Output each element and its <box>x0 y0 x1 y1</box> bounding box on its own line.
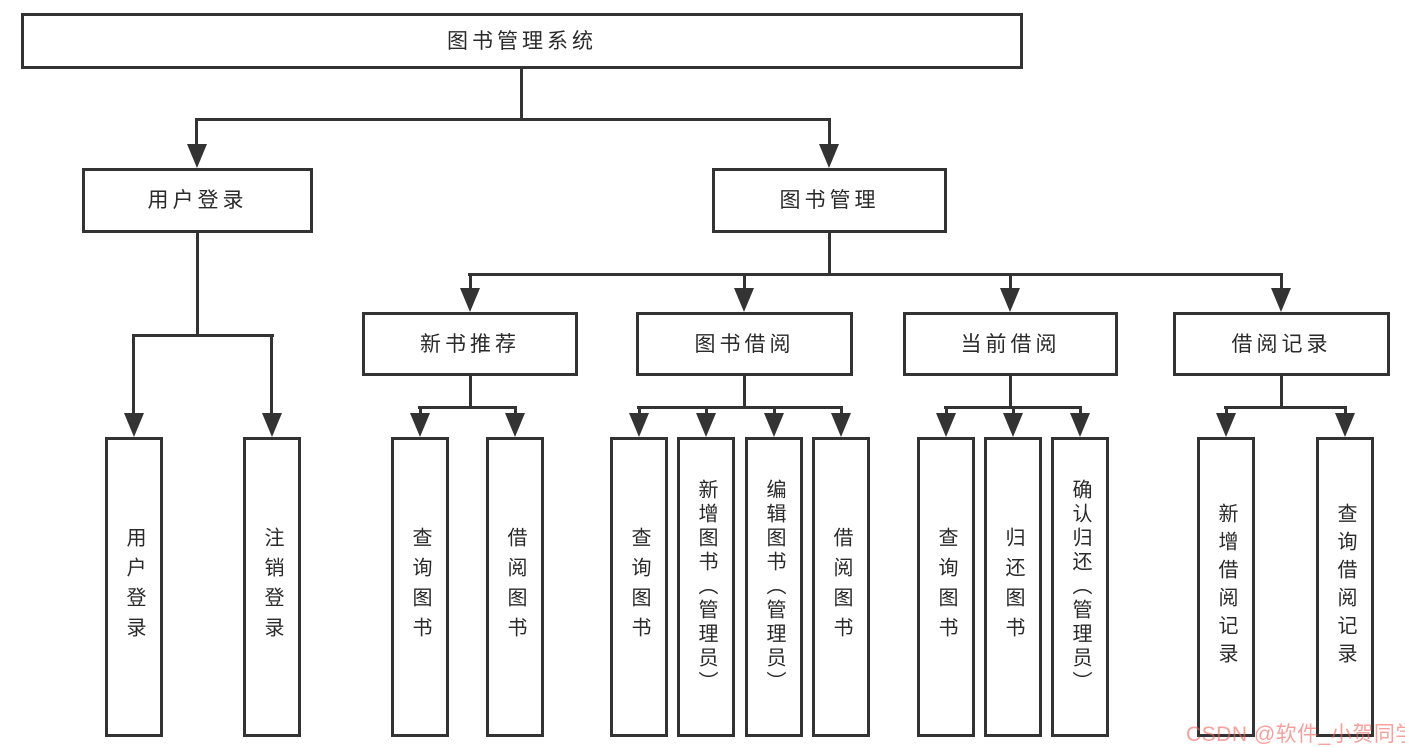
arrow-down-icon <box>460 288 480 312</box>
connector-userlogin-bar <box>132 334 274 337</box>
leaf-records-add: 新增借阅记录 <box>1197 437 1255 737</box>
connector-arrow-shaft <box>945 406 948 418</box>
arrow-down-icon <box>124 413 144 437</box>
leaf-newbook-query: 查询图书 <box>391 437 449 737</box>
connector-arrow-shaft <box>1009 273 1012 293</box>
connector-bookborrow-stub <box>743 376 746 409</box>
csdn-watermark: CSDN @软件_小贺同学 <box>1186 723 1405 746</box>
connector-arrow-shaft <box>743 273 746 293</box>
arrow-down-icon <box>1000 288 1020 312</box>
node-root: 图书管理系统 <box>21 13 1023 69</box>
connector-arrow-shaft <box>514 406 517 418</box>
connector-arrow-shaft <box>828 118 831 148</box>
node-user-login: 用户登录 <box>82 168 313 233</box>
connector-arrow-shaft <box>840 406 843 418</box>
connector-arrow-shaft <box>132 334 135 420</box>
arrow-down-icon <box>936 413 956 437</box>
arrow-down-icon <box>505 413 525 437</box>
arrow-down-icon <box>629 413 649 437</box>
connector-newbook-bar <box>418 406 517 409</box>
node-book-borrow: 图书借阅 <box>636 312 853 376</box>
connector-root-bar <box>196 118 831 121</box>
leaf-logout: 注销登录 <box>243 437 301 737</box>
node-book-management: 图书管理 <box>712 168 947 233</box>
node-new-book-recommend: 新书推荐 <box>362 312 578 376</box>
connector-newbook-stub <box>469 376 472 409</box>
connector-userlogin-stub <box>196 233 199 337</box>
leaf-current-return: 归还图书 <box>984 437 1042 737</box>
arrow-down-icon <box>734 288 754 312</box>
leaf-borrow-borrow: 借阅图书 <box>812 437 870 737</box>
connector-arrow-shaft <box>469 273 472 293</box>
connector-arrow-shaft <box>1079 406 1082 418</box>
leaf-current-confirm-admin: 确认归还（管理员） <box>1051 437 1109 737</box>
arrow-down-icon <box>696 413 716 437</box>
arrow-down-icon <box>819 144 839 168</box>
leaf-user-login: 用户登录 <box>105 437 163 737</box>
arrow-down-icon <box>1335 413 1355 437</box>
arrow-down-icon <box>1271 288 1291 312</box>
arrow-down-icon <box>831 413 851 437</box>
node-borrow-records: 借阅记录 <box>1173 312 1390 376</box>
leaf-borrow-edit-admin: 编辑图书（管理员） <box>745 437 803 737</box>
connector-arrow-shaft <box>195 118 198 148</box>
connector-arrow-shaft <box>1012 406 1015 418</box>
arrow-down-icon <box>410 413 430 437</box>
arrow-down-icon <box>1216 413 1236 437</box>
leaf-current-query: 查询图书 <box>917 437 975 737</box>
connector-records-bar <box>1224 406 1347 409</box>
connector-arrow-shaft <box>1344 406 1347 418</box>
leaf-borrow-query: 查询图书 <box>610 437 668 737</box>
leaf-newbook-borrow: 借阅图书 <box>486 437 544 737</box>
leaf-records-query: 查询借阅记录 <box>1316 437 1374 737</box>
connector-arrow-shaft <box>638 406 641 418</box>
connector-bookborrow-bar <box>637 406 843 409</box>
connector-arrow-shaft <box>1225 406 1228 418</box>
arrow-down-icon <box>1070 413 1090 437</box>
connector-bookmgmt-bar <box>468 273 1283 276</box>
connector-root-stub <box>520 69 523 120</box>
arrow-down-icon <box>187 144 207 168</box>
leaf-borrow-add-admin: 新增图书（管理员） <box>677 437 735 737</box>
connector-arrow-shaft <box>773 406 776 418</box>
connector-bookmgmt-stub <box>828 233 831 276</box>
arrow-down-icon <box>1003 413 1023 437</box>
connector-currentborrow-stub <box>1009 376 1012 409</box>
connector-arrow-shaft <box>1280 273 1283 293</box>
arrow-down-icon <box>764 413 784 437</box>
connector-records-stub <box>1280 376 1283 409</box>
arrow-down-icon <box>262 413 282 437</box>
connector-arrow-shaft <box>419 406 422 418</box>
connector-arrow-shaft <box>270 334 273 420</box>
node-current-borrow: 当前借阅 <box>903 312 1118 376</box>
connector-arrow-shaft <box>705 406 708 418</box>
